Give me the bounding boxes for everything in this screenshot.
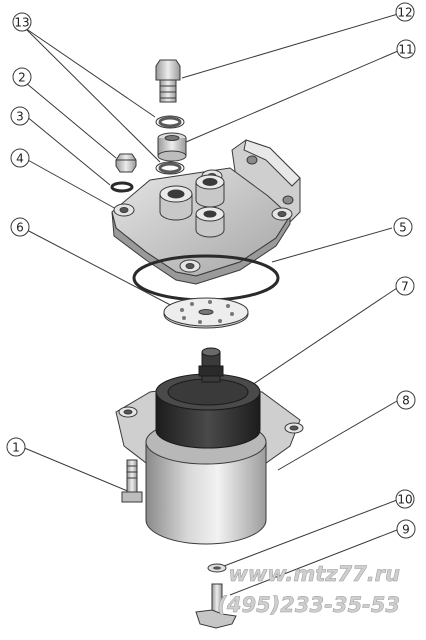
leader-10 xyxy=(223,499,398,567)
leader-9 xyxy=(229,529,398,596)
leader-7 xyxy=(239,287,398,394)
part-6-plate xyxy=(163,297,249,329)
leader-11 xyxy=(185,50,399,143)
leader-lines xyxy=(21,13,399,596)
watermark: www.mtz77.ru (495)233-35-53 xyxy=(217,562,401,618)
callout-1: 1 xyxy=(6,437,26,457)
leader-4 xyxy=(25,158,119,211)
leader-5 xyxy=(271,227,393,263)
callout-9: 9 xyxy=(396,519,416,539)
part-9-drain-plug xyxy=(195,583,237,629)
leader-6 xyxy=(24,228,181,311)
leader-13a xyxy=(24,27,156,118)
part-7-filter-element xyxy=(155,347,261,449)
part-11-fitting xyxy=(157,132,187,162)
part-2-plug xyxy=(115,153,137,173)
callout-4: 4 xyxy=(10,148,30,168)
callout-12-label: 12 xyxy=(397,6,412,20)
callout-13: 13 xyxy=(12,12,32,32)
callout-7-label: 7 xyxy=(401,280,409,294)
callout-10-label: 10 xyxy=(397,493,412,507)
callout-13-label: 13 xyxy=(14,16,29,30)
part-13-seal-upper xyxy=(155,115,185,129)
watermark-site: www.mtz77.ru xyxy=(229,562,401,586)
leader-12 xyxy=(181,13,399,79)
callout-9-label: 9 xyxy=(402,523,410,537)
leader-8 xyxy=(277,400,398,471)
callout-6-label: 6 xyxy=(16,221,24,235)
callout-12: 12 xyxy=(395,2,415,22)
part-12-bolt xyxy=(155,59,181,103)
leader-3 xyxy=(25,115,111,186)
leader-1 xyxy=(21,446,131,493)
callout-4-label: 4 xyxy=(16,152,24,166)
callout-5-label: 5 xyxy=(399,221,407,235)
callout-11-label: 11 xyxy=(398,43,413,57)
callout-8-label: 8 xyxy=(402,394,410,408)
watermark-phone: (495)233-35-53 xyxy=(217,593,400,617)
part-10-washer xyxy=(207,563,227,573)
callout-3-label: 3 xyxy=(16,110,24,124)
callout-7: 7 xyxy=(395,276,415,296)
callout-11: 11 xyxy=(396,39,416,59)
part-13-seal-lower xyxy=(155,161,185,175)
callout-6: 6 xyxy=(10,217,30,237)
leader-2 xyxy=(25,82,117,159)
callout-8: 8 xyxy=(396,390,416,410)
callout-2: 2 xyxy=(12,67,32,87)
callouts: 13 12 11 2 3 4 5 6 xyxy=(6,2,416,539)
callout-1-label: 1 xyxy=(12,441,20,455)
callout-2-label: 2 xyxy=(18,71,26,85)
part-1-bolt xyxy=(121,459,143,503)
callout-5: 5 xyxy=(393,217,413,237)
part-3-washer xyxy=(110,181,134,193)
leader-13b xyxy=(24,27,161,163)
part-4-filter-head xyxy=(111,139,301,285)
callout-10: 10 xyxy=(395,489,415,509)
callout-3: 3 xyxy=(10,106,30,126)
